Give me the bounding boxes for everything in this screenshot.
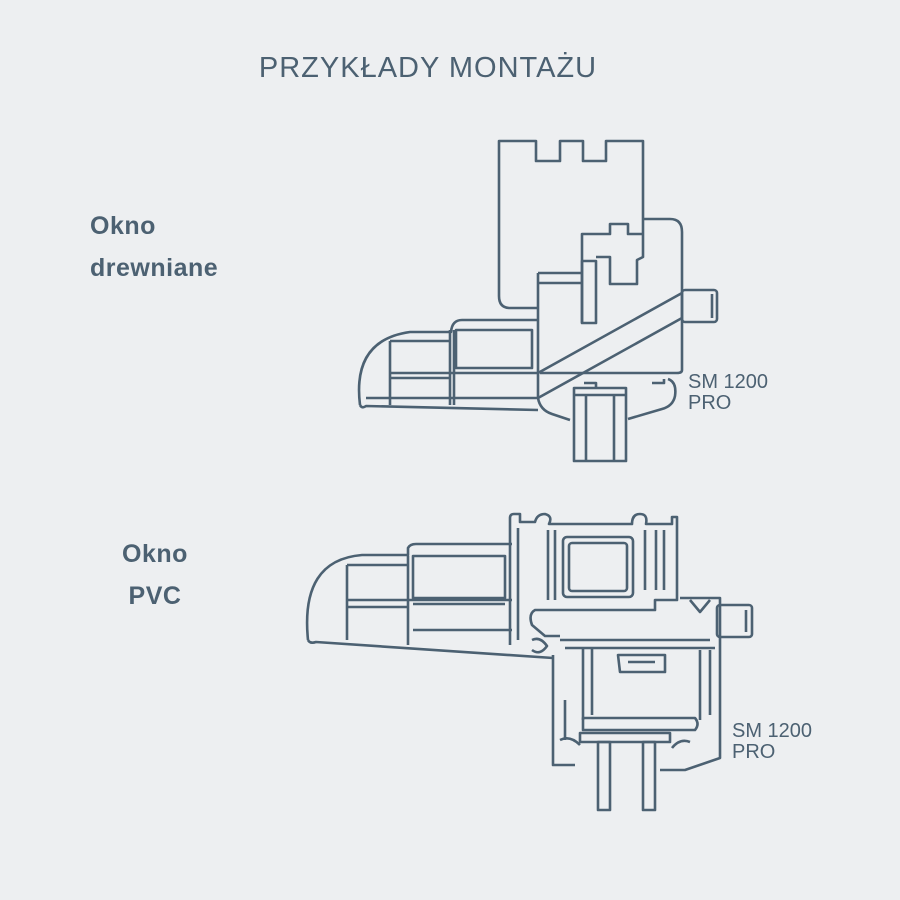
product-label-pvc: SM 1200 PRO — [732, 721, 812, 763]
label-line: Okno — [90, 212, 156, 240]
product-line: PRO — [732, 741, 776, 763]
label-pvc-window: Okno PVC — [100, 533, 210, 617]
page-title: PRZYKŁADY MONTAŻU — [258, 52, 598, 84]
label-line: PVC — [128, 582, 182, 610]
label-line: Okno — [122, 540, 188, 568]
label-line: drewniane — [90, 254, 219, 282]
label-wood-window: Okno drewniane — [90, 205, 218, 289]
product-line: SM 1200 — [732, 720, 813, 742]
product-line: SM 1200 — [688, 371, 769, 393]
product-label-wood: SM 1200 PRO — [688, 372, 768, 414]
product-line: PRO — [688, 392, 732, 414]
